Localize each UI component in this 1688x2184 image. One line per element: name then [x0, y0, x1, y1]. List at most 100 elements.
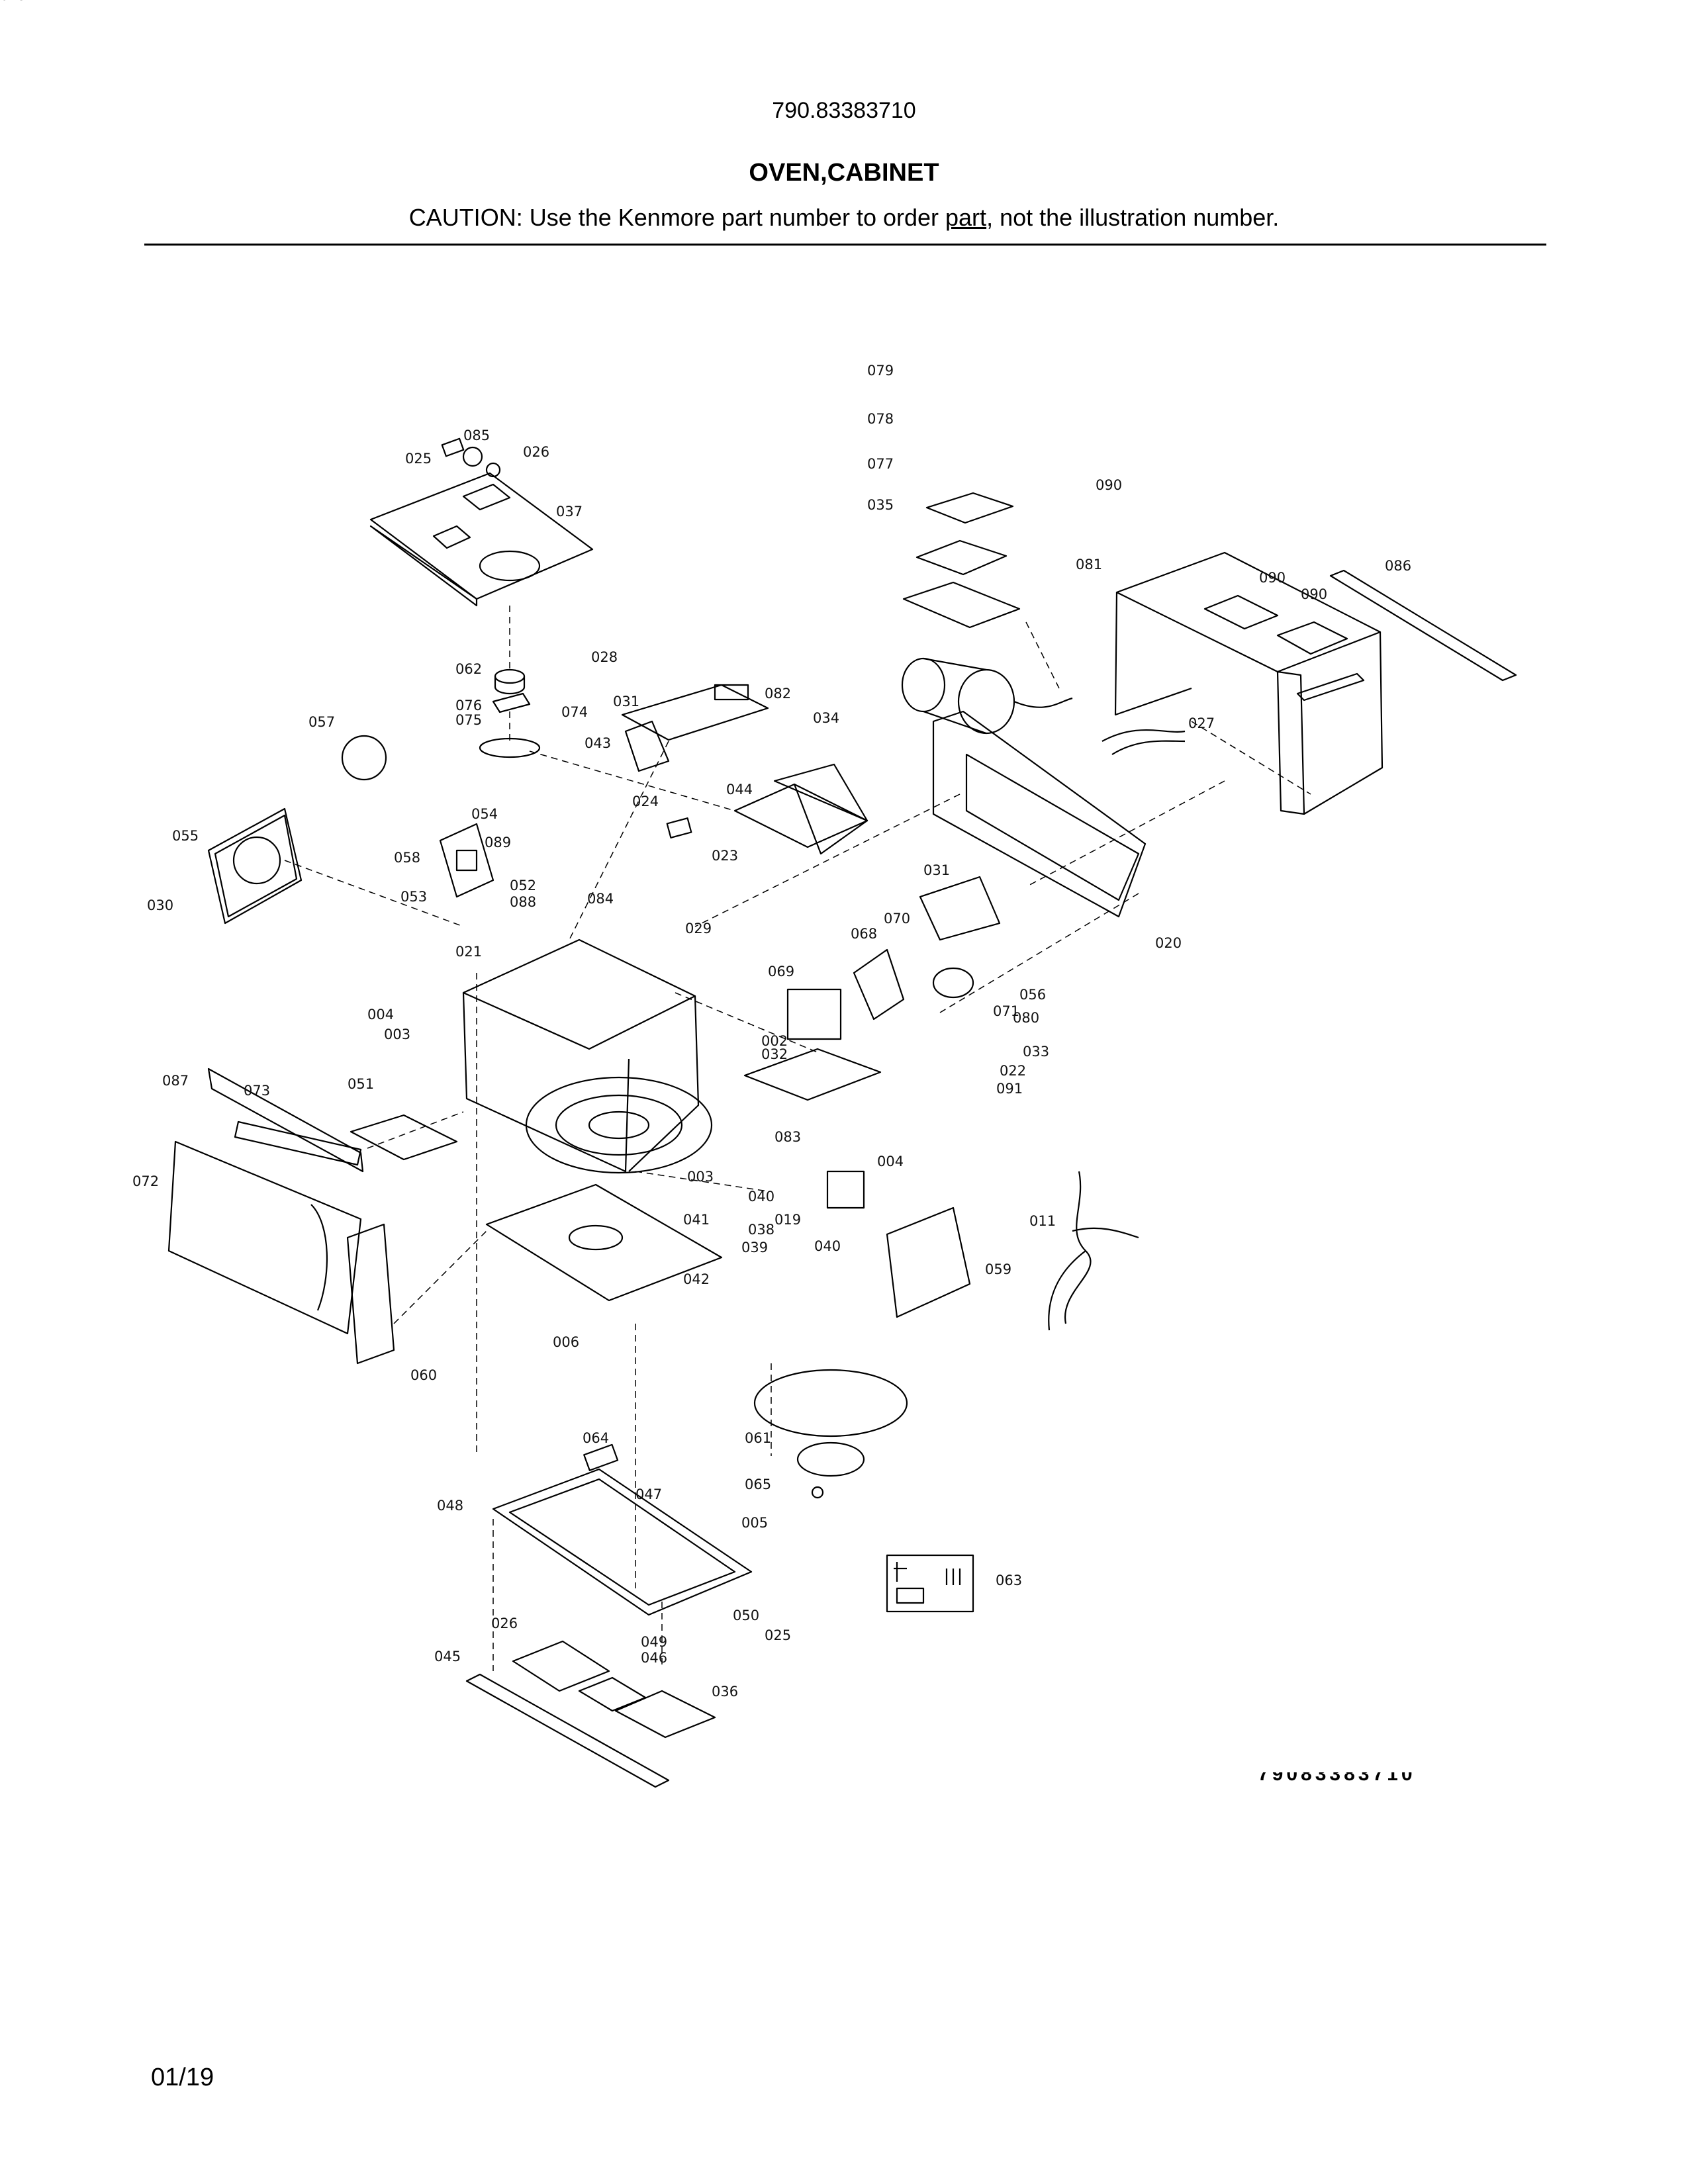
callout-003: 003 — [687, 1169, 714, 1185]
power-cord-part — [1102, 729, 1186, 755]
callout-069: 069 — [768, 964, 794, 979]
callout-070: 070 — [884, 911, 910, 927]
grease-filter-right-part — [614, 1690, 716, 1739]
callout-077: 077 — [867, 456, 894, 472]
callout-004: 004 — [877, 1154, 904, 1169]
callout-019: 019 — [774, 1212, 801, 1228]
oven-door-part — [167, 1068, 364, 1335]
callout-074: 074 — [561, 704, 588, 720]
turntable-coupler-part — [811, 1486, 824, 1499]
callout-033: 033 — [1023, 1044, 1049, 1060]
callout-022: 022 — [1000, 1063, 1026, 1079]
callout-048: 048 — [437, 1498, 463, 1514]
callout-089: 089 — [485, 835, 511, 850]
callout-044: 044 — [726, 782, 753, 797]
thermal-fuse-part — [666, 817, 692, 839]
callout-029: 029 — [685, 921, 712, 936]
base-tray-part — [492, 1468, 753, 1616]
header-divider — [144, 244, 1546, 246]
callout-031: 031 — [613, 694, 639, 709]
callout-090: 090 — [1259, 570, 1286, 586]
callout-073: 073 — [244, 1083, 270, 1099]
callout-078: 078 — [867, 411, 894, 427]
callout-021: 021 — [455, 944, 482, 960]
callout-075: 075 — [455, 712, 482, 728]
callout-011: 011 — [1029, 1213, 1056, 1229]
control-panel-part — [346, 1223, 395, 1365]
side-panel-part — [886, 1206, 971, 1318]
callout-076: 076 — [455, 698, 482, 713]
top-thermostat-parts — [441, 437, 501, 478]
wiring-label-part — [886, 1554, 974, 1613]
glass-turntable-part — [753, 1369, 908, 1437]
callout-088: 088 — [510, 894, 536, 910]
callout-049: 049 — [0, 0, 26, 3]
callout-040: 040 — [814, 1238, 841, 1254]
bottom-plate-part — [485, 1183, 723, 1302]
stirrer-blade-part — [492, 692, 531, 713]
roller-ring-part — [796, 1441, 865, 1477]
callout-034: 034 — [813, 710, 839, 726]
lamp-holder-part — [583, 1443, 619, 1471]
callout-024: 024 — [632, 794, 659, 809]
callout-081: 081 — [1076, 557, 1102, 572]
stirrer-motor-part — [494, 668, 526, 684]
caution-suffix: , not the illustration number. — [986, 204, 1280, 231]
electrical-bracket-part — [733, 763, 868, 855]
top-cover-opening — [479, 550, 541, 582]
cut-caption: 79083383710 Cabinet — [1258, 1772, 1416, 1787]
callout-003: 003 — [384, 1026, 410, 1042]
callout-080: 080 — [1013, 1010, 1039, 1026]
callout-072: 072 — [132, 1173, 159, 1189]
outer-cabinet-wrap-part — [1114, 551, 1383, 815]
callout-030: 030 — [147, 897, 173, 913]
callout-082: 082 — [765, 686, 791, 702]
callout-062: 062 — [455, 661, 482, 677]
section-title: OVEN,CABINET — [749, 159, 939, 187]
revision-date: 01/19 — [151, 2064, 214, 2091]
callout-023: 023 — [712, 848, 738, 864]
callout-060: 060 — [410, 1367, 437, 1383]
oven-cavity-part — [462, 938, 713, 1174]
callout-039: 039 — [741, 1240, 768, 1255]
callout-053: 053 — [400, 889, 427, 905]
callout-041: 041 — [683, 1212, 710, 1228]
oven-gasket-ring — [341, 735, 387, 781]
callout-046: 046 — [641, 1650, 667, 1666]
callout-006: 006 — [553, 1334, 579, 1350]
magnetron-part — [786, 948, 905, 1040]
callout-035: 035 — [867, 497, 894, 513]
vent-filter-part — [925, 492, 1014, 524]
callout-065: 065 — [745, 1477, 771, 1492]
callout-032: 032 — [761, 1046, 788, 1062]
wire-harness-part — [1048, 1171, 1139, 1331]
hv-transformer-part — [826, 1170, 865, 1209]
callout-047: 047 — [635, 1486, 662, 1502]
callout-090: 090 — [1301, 586, 1327, 602]
callout-087: 087 — [162, 1073, 189, 1089]
callout-058: 058 — [394, 850, 420, 866]
light-cover-part — [578, 1676, 647, 1712]
vent-frame-part — [915, 539, 1008, 576]
caution-text: CAUTION: Use the Kenmore part number to … — [0, 204, 1688, 232]
callout-049: 049 — [641, 1634, 667, 1650]
callout-059: 059 — [985, 1261, 1011, 1277]
callout-031: 031 — [923, 862, 950, 878]
callout-071: 071 — [993, 1003, 1019, 1019]
callout-040: 040 — [748, 1189, 774, 1205]
callout-027: 027 — [1188, 715, 1215, 731]
callout-068: 068 — [851, 926, 877, 942]
callout-002: 002 — [761, 1033, 788, 1049]
callout-083: 083 — [774, 1129, 801, 1145]
callout-028: 028 — [591, 649, 618, 665]
callout-054: 054 — [471, 806, 498, 822]
model-number: 790.83383710 — [772, 98, 916, 123]
door-latch-assembly-part — [439, 823, 494, 898]
cooling-fan-part — [919, 876, 1001, 999]
callout-036: 036 — [712, 1684, 738, 1700]
callout-025: 025 — [765, 1627, 791, 1643]
callout-061: 061 — [745, 1430, 771, 1446]
callout-063: 063 — [996, 1572, 1022, 1588]
